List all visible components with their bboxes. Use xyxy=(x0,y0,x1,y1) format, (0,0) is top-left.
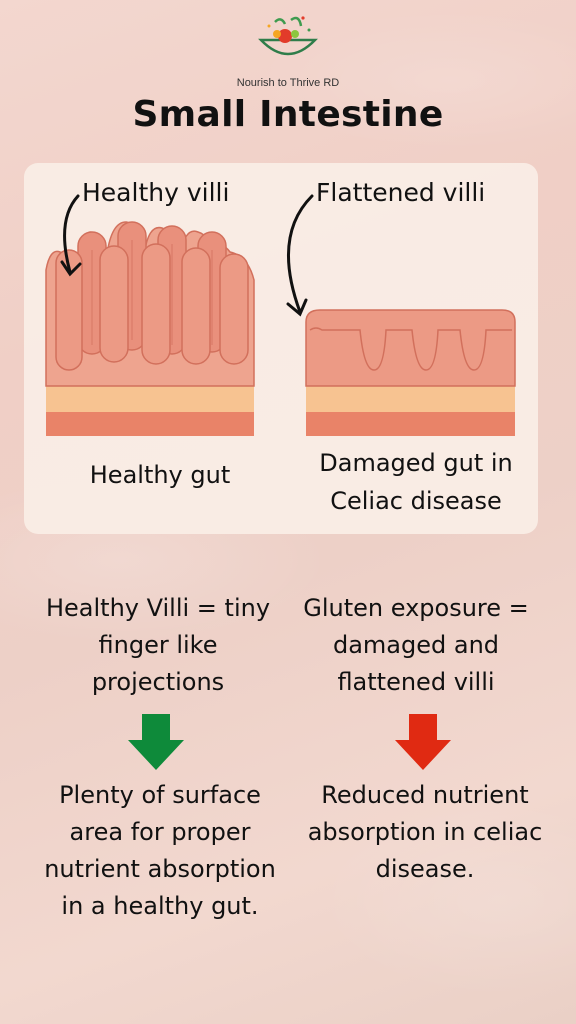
healthy-villi-statement: Healthy Villi = tiny finger like project… xyxy=(45,594,271,696)
gluten-exposure-statement: Gluten exposure = damaged and flattened … xyxy=(303,594,529,696)
healthy-gut-caption: Healthy gut xyxy=(89,461,231,489)
healthy-outcome-text: Plenty of surface area for proper nutrie… xyxy=(44,781,276,920)
damaged-gut-caption: Damaged gut in Celiac disease xyxy=(319,449,513,515)
flattened-villi-label: Flattened villi xyxy=(316,178,486,207)
celiac-outcome-text: Reduced nutrient absorption in celiac di… xyxy=(307,781,543,883)
intestine-illustration xyxy=(45,194,516,436)
brand-name: Nourish to Thrive RD xyxy=(236,77,340,89)
down-arrow-icon xyxy=(395,714,451,770)
curved-arrow-icon xyxy=(286,194,314,317)
logo-bowl-icon xyxy=(258,16,318,56)
healthy-villi-diagram xyxy=(45,221,255,436)
curved-arrow-icon xyxy=(60,194,82,277)
page-title: Small Intestine xyxy=(132,94,444,135)
down-arrow-icon xyxy=(128,714,184,770)
healthy-villi-label: Healthy villi xyxy=(82,178,230,207)
flattened-villi-diagram xyxy=(305,309,516,436)
